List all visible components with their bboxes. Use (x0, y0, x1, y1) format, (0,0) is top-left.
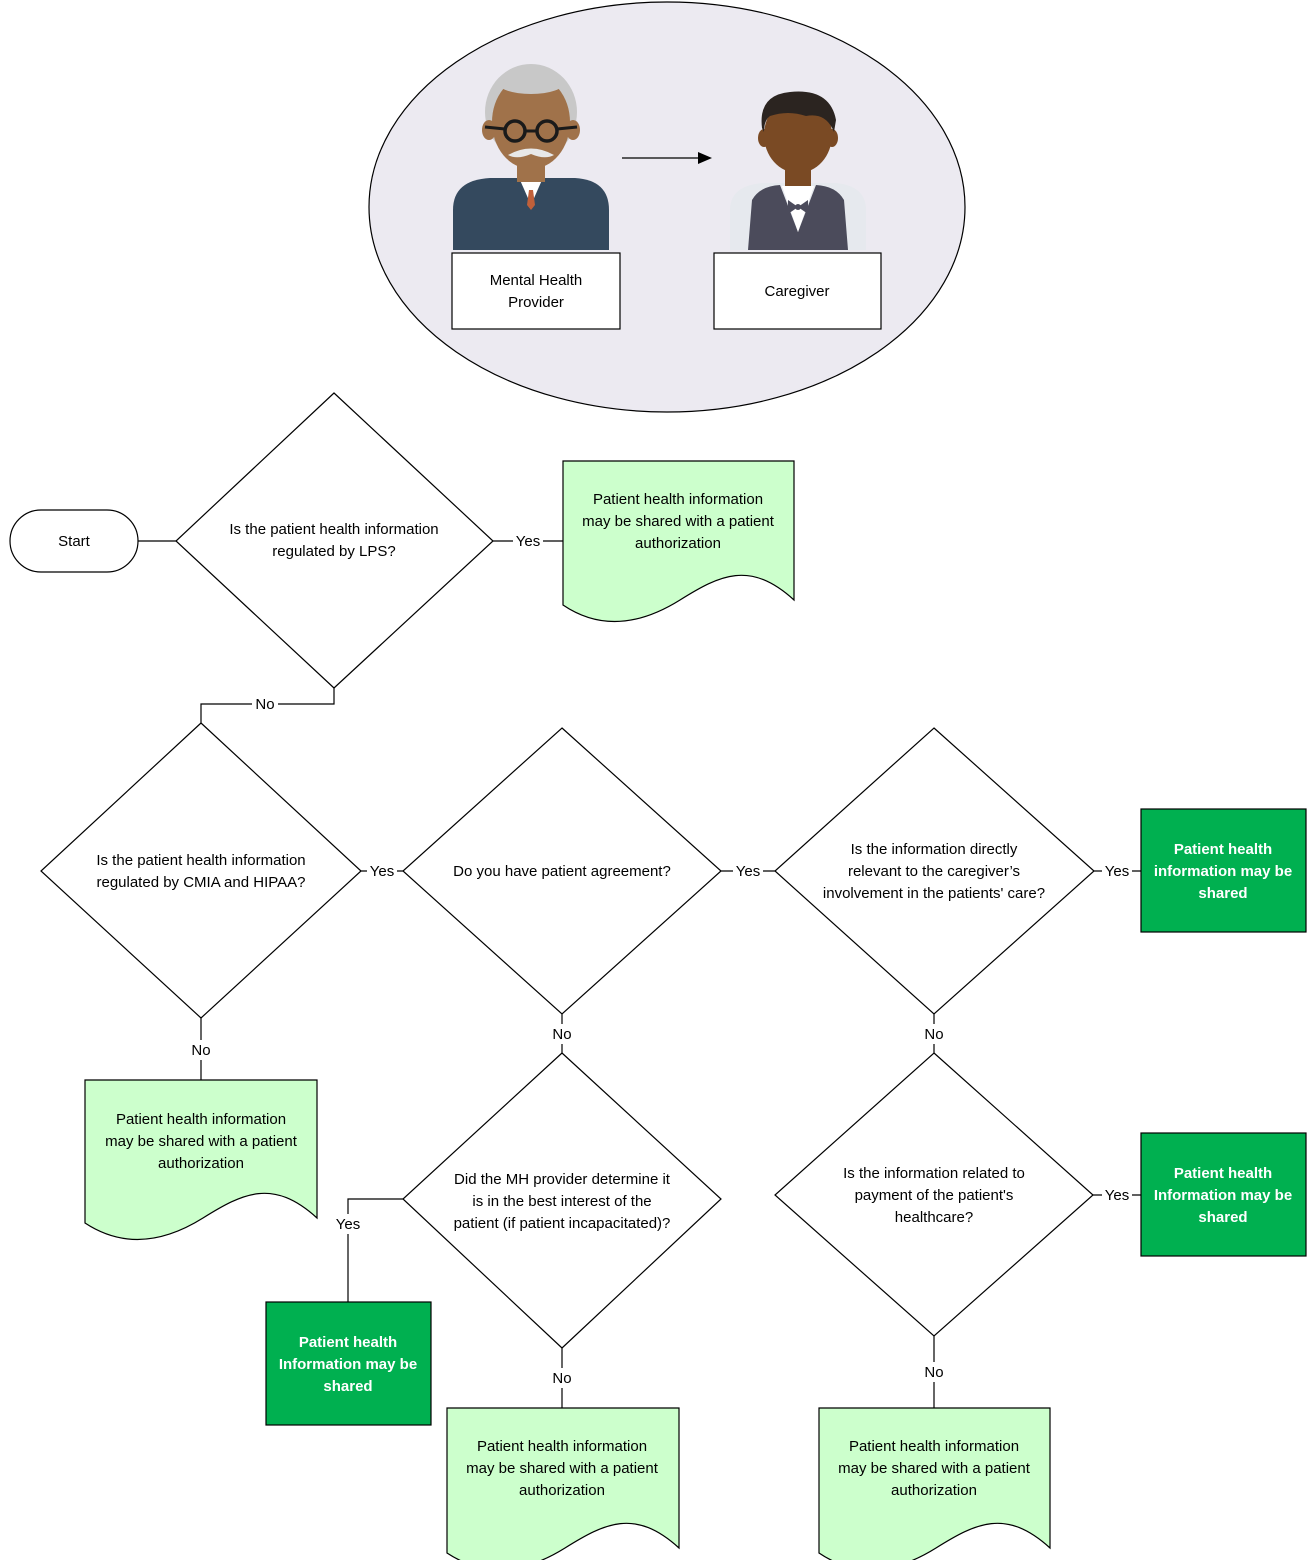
edge-label-yes: Yes (736, 863, 760, 880)
text-line: healthcare? (895, 1209, 973, 1226)
text-line: may be shared with a patient (466, 1460, 659, 1477)
text-line: regulated by CMIA and HIPAA? (96, 874, 305, 891)
text-line: Did the MH provider determine it (454, 1171, 671, 1188)
outcome-shared-box (1140, 808, 1307, 933)
text-line: may be shared with a patient (838, 1460, 1031, 1477)
text-line: authorization (158, 1155, 244, 1172)
outcome-shared-label: Patient health information may be shared (1154, 841, 1292, 902)
text-line: Patient health information (477, 1438, 647, 1455)
text-line: involvement in the patients' care? (823, 885, 1045, 902)
decision-payment (774, 1052, 1094, 1337)
text-line: Patient health (1174, 841, 1272, 858)
edge-label-no: No (255, 696, 274, 713)
text-line: payment of the patient's (855, 1187, 1014, 1204)
text-line: shared (1198, 1209, 1247, 1226)
edge-label-no: No (924, 1364, 943, 1381)
text-line: shared (323, 1378, 372, 1395)
edge-label-yes: Yes (336, 1216, 360, 1233)
outcome-authorization-doc (446, 1407, 680, 1560)
edge-label-yes: Yes (1105, 1187, 1129, 1204)
text-line: Patient health information (116, 1111, 286, 1128)
text-line: authorization (519, 1482, 605, 1499)
outcome-authorization-doc (562, 460, 795, 622)
text-line: Is the patient health information (229, 521, 438, 538)
text-line: Is the information directly (851, 841, 1018, 858)
decision-best-interest-label: Did the MH provider determine it is in th… (454, 1171, 671, 1232)
elderly-man-icon (453, 64, 609, 250)
outcome-authorization-doc (818, 1407, 1051, 1560)
text-line: shared (1198, 885, 1247, 902)
decision-relevant (774, 727, 1095, 1015)
text-line: relevant to the caregiver’s (848, 863, 1020, 880)
decision-lps (175, 392, 494, 689)
decision-cmia-hipaa-label: Is the patient health information regulat… (96, 852, 305, 891)
provider-label-box (451, 252, 621, 330)
text-line: Information may be (1154, 1187, 1292, 1204)
outcome-shared-box (1140, 1132, 1307, 1257)
text-line: Caregiver (764, 283, 829, 300)
text-line: Patient health (1174, 1165, 1272, 1182)
text-line: is in the best interest of the (472, 1193, 651, 1210)
outcome-authorization-doc (84, 1079, 318, 1240)
edge-label-no: No (552, 1370, 571, 1387)
decision-agreement (402, 727, 722, 1015)
text-line: Provider (508, 294, 564, 311)
outcome-authorization-label: Patient health information may be shared … (582, 491, 775, 552)
edge-labels: Yes No Yes Yes Yes No No No Yes No Yes N… (188, 531, 1132, 1388)
caregiver-label-box (713, 252, 882, 330)
caregiver-label: Caregiver (764, 283, 829, 300)
text-line: information may be (1154, 863, 1292, 880)
text-line: Patient health information (849, 1438, 1019, 1455)
header-arrow-head (698, 152, 712, 164)
text-line: may be shared with a patient (582, 513, 775, 530)
text-line: Patient health information (593, 491, 763, 508)
decision-best-interest (402, 1052, 722, 1349)
text-line: Do you have patient agreement? (453, 863, 671, 880)
text-line: Mental Health (490, 272, 583, 289)
outcome-authorization-label: Patient health information may be shared … (105, 1111, 298, 1172)
decision-payment-label: Is the information related to payment of … (843, 1165, 1025, 1226)
edge-label-no: No (924, 1026, 943, 1043)
decision-lps-label: Is the patient health information regulat… (229, 521, 438, 560)
outcome-shared-box (265, 1301, 432, 1426)
text-line: Is the information related to (843, 1165, 1025, 1182)
text-line: may be shared with a patient (105, 1133, 298, 1150)
text-line: authorization (891, 1482, 977, 1499)
outcome-authorization-label: Patient health information may be shared … (838, 1438, 1031, 1499)
text-line: Information may be (279, 1356, 417, 1373)
decision-relevant-label: Is the information directly relevant to t… (823, 841, 1045, 902)
start-terminator (9, 509, 139, 573)
text-line: Is the patient health information (96, 852, 305, 869)
edge-label-no: No (191, 1042, 210, 1059)
edge-label-yes: Yes (516, 533, 540, 550)
decision-agreement-label: Do you have patient agreement? (453, 863, 671, 880)
text-line: authorization (635, 535, 721, 552)
edge-label-yes: Yes (370, 863, 394, 880)
edge-label-yes: Yes (1105, 863, 1129, 880)
outcome-authorization-label: Patient health information may be shared … (466, 1438, 659, 1499)
text-line: regulated by LPS? (272, 543, 395, 560)
start-label: Start (58, 533, 91, 550)
edge-label-no: No (552, 1026, 571, 1043)
caregiver-icon (730, 91, 866, 250)
text-line: patient (if patient incapacitated)? (454, 1215, 671, 1232)
text-line: Patient health (299, 1334, 397, 1351)
decision-cmia-hipaa (40, 722, 362, 1019)
